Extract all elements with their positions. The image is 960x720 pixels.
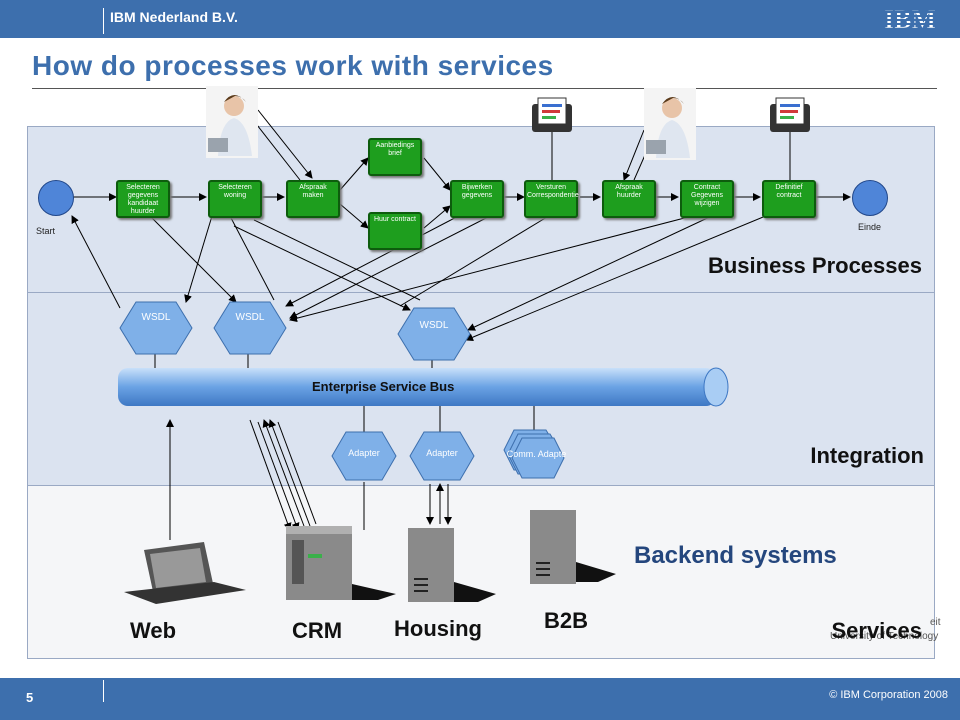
header-divider [103,8,104,34]
task-select-house[interactable]: Selecteren woning [208,180,262,218]
crm-server-icon [286,526,396,600]
b2b-server-icon [530,510,616,584]
housing-server-icon [408,528,496,602]
footer-divider [103,680,104,702]
document-output-icon [770,97,810,132]
enterprise-service-bus[interactable] [108,366,734,410]
web-label: Web [130,618,177,643]
task-update-data[interactable]: Bijwerken gegevens [450,180,504,218]
comm-adapter-label: Comm. Adapter [507,449,566,459]
web-computer-icon [124,542,246,604]
task-select-tenant[interactable]: Selecteren gegevens kandidaat huurder [116,180,170,218]
task-rent-contract[interactable]: Huur contract [368,212,422,250]
services-layer-label: Services [831,618,922,643]
university-line: eit [930,617,941,628]
integration-layer-label: Integration [810,443,924,468]
title-rule [32,88,937,89]
task-label: Contract Gegevens wijzigen [691,184,723,207]
task-offer-letter[interactable]: Aanbiedings brief [368,138,422,176]
wsdl-label: WSDL [142,312,171,323]
task-label: Definitief contract [775,184,803,199]
business-layer-label: Business Processes [707,253,922,278]
task-label: Huur contract [373,216,417,223]
task-send-correspondence[interactable]: Versturen Correspondentie [524,180,579,218]
page-number: 5 [26,690,34,705]
task-change-contract[interactable]: Contract Gegevens wijzigen [680,180,734,218]
wsdl-label: WSDL [236,312,265,323]
task-make-appointment[interactable]: Afspraak maken [286,180,340,218]
crm-label: CRM [292,618,343,643]
adapter-hexagon[interactable]: Adapter [408,430,476,482]
housing-label: Housing [394,616,482,641]
document-output-icon [532,97,572,132]
task-label: Afspraak huurder [615,184,643,199]
end-event [852,180,888,216]
university-line: University of Technology [830,631,939,642]
task-label: Selecteren gegevens kandidaat huurder [126,184,160,215]
header-bar: IBM Nederland B.V. IBM [0,0,960,38]
task-final-contract[interactable]: Definitief contract [762,180,816,218]
task-label: Bijwerken gegevens [461,184,493,199]
page-title: How do processes work with services [32,50,554,81]
end-label: Einde [858,222,882,232]
adapter-hexagon[interactable]: Adapter [330,430,398,482]
start-label: Start [36,226,56,236]
footer-bar [0,678,960,720]
wsdl-hexagon[interactable]: WSDL [396,306,472,362]
company-name: IBM Nederland B.V. [110,9,238,25]
task-label: Selecteren woning [218,184,252,199]
wsdl-hexagon[interactable]: WSDL [118,300,194,356]
task-appointment-tenant[interactable]: Afspraak huurder [602,180,656,218]
wsdl-hexagon[interactable]: WSDL [212,300,288,356]
adapter-label: Adapter [426,448,458,458]
worker-icon [644,88,696,160]
task-label: Versturen Correspondentie [527,184,579,199]
university-mark: eit University of Technology [830,616,941,644]
ibm-logo: IBM [882,6,944,32]
worker-icon [206,86,258,158]
adapter-label: Adapter [348,448,380,458]
task-label: Aanbiedings brief [375,142,415,157]
task-label: Afspraak maken [299,184,327,199]
esb-label: Enterprise Service Bus [312,379,455,394]
copyright: © IBM Corporation 2008 [829,689,948,701]
start-event [38,180,74,216]
wsdl-label: WSDL [420,320,449,331]
backend-systems-label: Backend systems [634,542,837,569]
comm-adapter-hexagon[interactable]: Comm. Adapter [502,428,566,482]
b2b-label: B2B [544,608,589,633]
